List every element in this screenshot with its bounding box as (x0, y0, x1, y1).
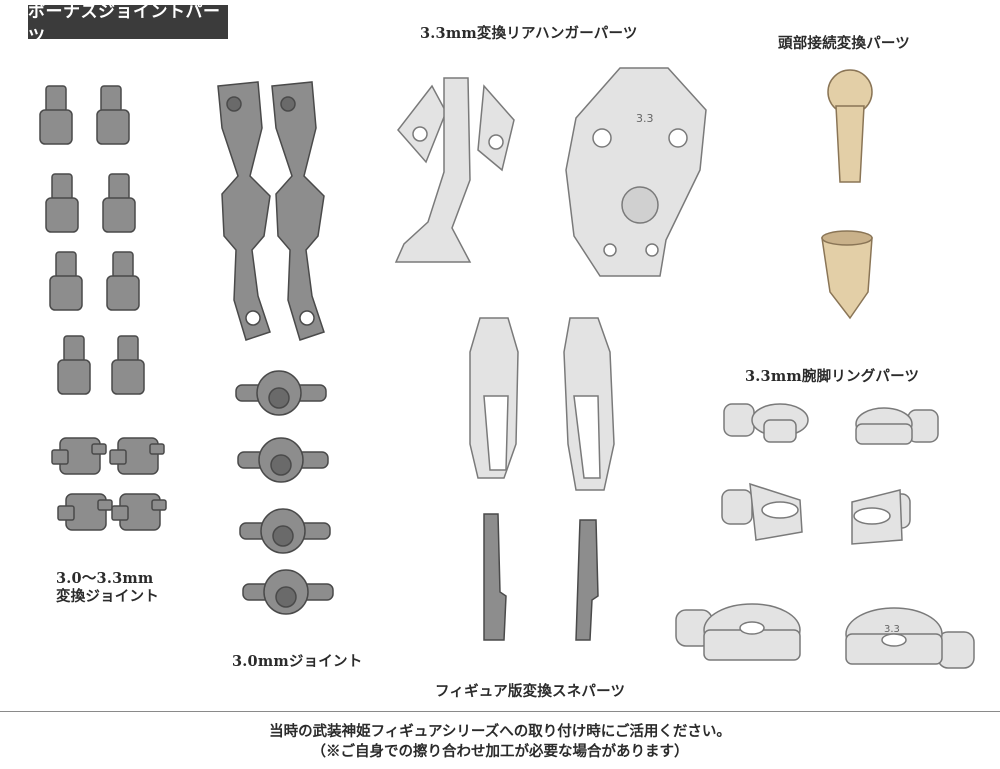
conversion-joints-side (51, 437, 167, 531)
head-connector-label: 頭部接続変換パーツ (778, 35, 911, 52)
footer-line-2: （※ご自身での擦り合わせ加工が必要な場合があります） (311, 743, 689, 760)
rear-hanger-front (394, 77, 515, 263)
ring-parts (675, 403, 975, 669)
ring-mark-text: 3.3 (884, 624, 900, 635)
conversion-joint (106, 251, 140, 311)
rear-hanger-label: 3.3mm変換リアハンガーパーツ (420, 25, 638, 42)
footer-line-1: 当時の武装神姫フィギュアシリーズへの取り付け時にご活用ください。 (269, 723, 731, 740)
shin-parts (469, 317, 615, 491)
conversion-joint (111, 335, 145, 395)
joint-conv-label-2: 変換ジョイント (56, 588, 159, 605)
conversion-joint (45, 173, 79, 233)
conversion-joint (96, 85, 130, 145)
long-arm-part (217, 81, 271, 341)
shin-pegs (483, 513, 599, 641)
conversion-joint (57, 335, 91, 395)
conversion-joint (49, 251, 83, 311)
rear-hanger-back (565, 67, 707, 277)
joints-30mm (235, 370, 334, 615)
conversion-joint (39, 85, 73, 145)
joint30-label: 3.0mmジョイント (232, 653, 363, 670)
shin-parts-label: フィギュア版変換スネパーツ (435, 683, 626, 700)
long-arm-part (271, 81, 325, 341)
head-connector-parts (821, 69, 873, 320)
joint-conv-label-1: 3.0～3.3mm (56, 570, 154, 587)
section-title: ボーナスジョイントパーツ (28, 2, 228, 47)
rear-hanger-parts (394, 67, 707, 277)
long-arm-parts (217, 81, 325, 341)
conversion-joint (102, 173, 136, 233)
footer-divider (0, 711, 1000, 712)
conversion-joints (39, 85, 145, 395)
footer-note: 当時の武装神姫フィギュアシリーズへの取り付け時にご活用ください。 （※ご自身での… (0, 722, 1000, 762)
ring-parts-label: 3.3mm腕脚リングパーツ (745, 368, 920, 385)
hanger-mark-text: 3.3 (636, 112, 654, 125)
